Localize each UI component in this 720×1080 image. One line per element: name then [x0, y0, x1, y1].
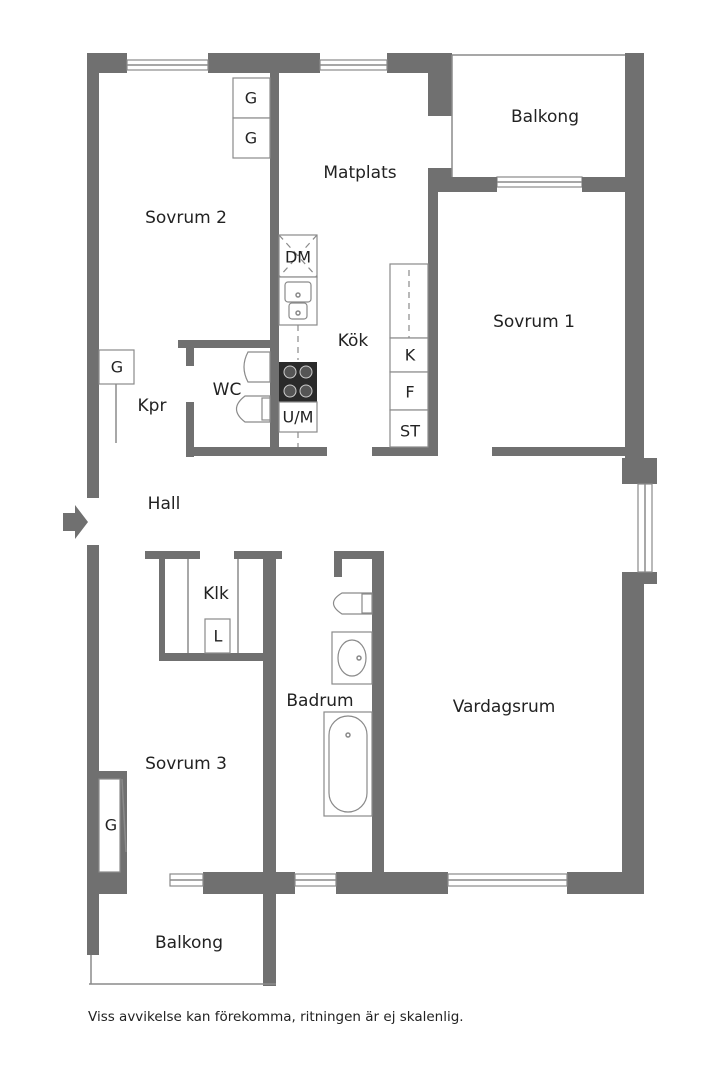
- balkong-bottom: [89, 894, 276, 986]
- kpr-fixtures: [98, 349, 135, 443]
- room-label-kpr: Kpr: [138, 396, 167, 416]
- room-label-balkong-bottom: Balkong: [155, 933, 223, 953]
- room-label-sovrum-1: Sovrum 1: [493, 312, 575, 332]
- klk-fixtures: [187, 559, 239, 654]
- room-label-kok: Kök: [338, 331, 369, 351]
- room-label-wc: WC: [213, 380, 242, 400]
- fixture-label-g-kpr: G: [111, 358, 123, 377]
- room-label-hall: Hall: [148, 494, 181, 514]
- fixture-label-st: ST: [400, 422, 420, 441]
- disclaimer-note: Viss avvikelse kan förekomma, ritningen …: [88, 1009, 464, 1025]
- room-label-klk: Klk: [203, 584, 229, 604]
- wc-fixtures: [235, 351, 271, 423]
- room-label-sovrum-3: Sovrum 3: [145, 754, 227, 774]
- interior-walls: [99, 73, 625, 881]
- fixture-label-k: K: [405, 346, 416, 365]
- fixture-label-g-2: G: [245, 129, 257, 148]
- room-label-badrum: Badrum: [286, 691, 353, 711]
- room-label-sovrum-2: Sovrum 2: [145, 208, 227, 228]
- kitchen-fixtures: [232, 77, 429, 448]
- fixture-label-g-sovrum3: G: [105, 816, 117, 835]
- exterior-walls: [87, 53, 657, 955]
- sovrum3-fixtures: [98, 778, 127, 873]
- badrum-fixtures: [323, 592, 373, 817]
- fixture-label-g-1: G: [245, 89, 257, 108]
- entrance-arrow-icon: [63, 505, 88, 539]
- fixture-label-f: F: [405, 383, 414, 402]
- windows: [126, 59, 653, 887]
- fixture-label-l: L: [214, 627, 223, 646]
- balkong-top: [451, 54, 625, 177]
- room-label-vardagsrum: Vardagsrum: [453, 697, 556, 717]
- room-label-matplats: Matplats: [323, 163, 396, 183]
- fixture-label-um: U/M: [283, 408, 314, 427]
- room-label-balkong-top: Balkong: [511, 107, 579, 127]
- fixture-label-dm: DM: [285, 248, 311, 267]
